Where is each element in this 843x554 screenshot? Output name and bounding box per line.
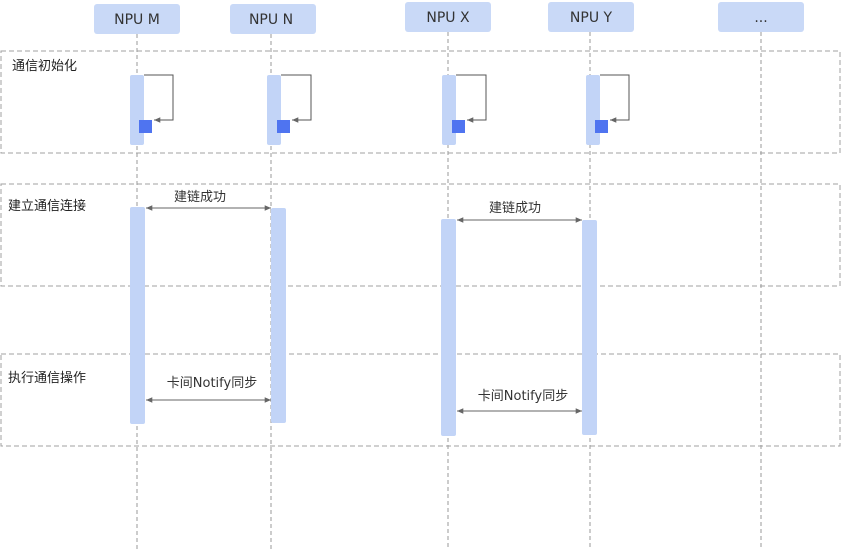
section-frame-init [0, 50, 841, 154]
activation-npu-n [271, 208, 286, 423]
self-call-npu-y [586, 74, 630, 145]
participant-npu-y: NPU Y [548, 2, 634, 32]
self-call-npu-m [130, 74, 174, 145]
section-label-connect: 建立通信连接 [8, 198, 86, 214]
activation-npu-m [130, 207, 145, 424]
message-link-xy: 建链成功 [457, 201, 582, 223]
svg-text:卡间Notify同步: 卡间Notify同步 [167, 376, 257, 391]
participant-npu-n: NPU N [230, 4, 316, 34]
message-notify-mn: 卡间Notify同步 [146, 376, 271, 403]
activation-npu-x [441, 219, 456, 436]
section-label-init: 通信初始化 [12, 59, 77, 74]
svg-text:NPU Y: NPU Y [570, 10, 613, 26]
section-frame-connect [0, 183, 841, 287]
participant-npu-m: NPU M [94, 4, 180, 34]
svg-text:建链成功: 建链成功 [174, 190, 226, 205]
section-label-execute: 执行通信操作 [8, 370, 86, 386]
participant-npu-x: NPU X [405, 2, 491, 32]
participant-more: ... [718, 2, 804, 32]
self-call-npu-n [267, 74, 312, 145]
svg-text:NPU X: NPU X [426, 10, 470, 26]
activation-npu-y [582, 220, 597, 435]
section-frame-execute [0, 353, 841, 447]
message-notify-xy: 卡间Notify同步 [457, 389, 582, 414]
svg-text:卡间Notify同步: 卡间Notify同步 [478, 389, 568, 404]
svg-text:...: ... [754, 10, 767, 26]
svg-text:建链成功: 建链成功 [489, 201, 541, 216]
self-call-npu-x [442, 74, 487, 145]
svg-text:NPU N: NPU N [249, 12, 293, 28]
message-link-mn: 建链成功 [146, 190, 271, 211]
svg-text:NPU M: NPU M [114, 12, 160, 28]
